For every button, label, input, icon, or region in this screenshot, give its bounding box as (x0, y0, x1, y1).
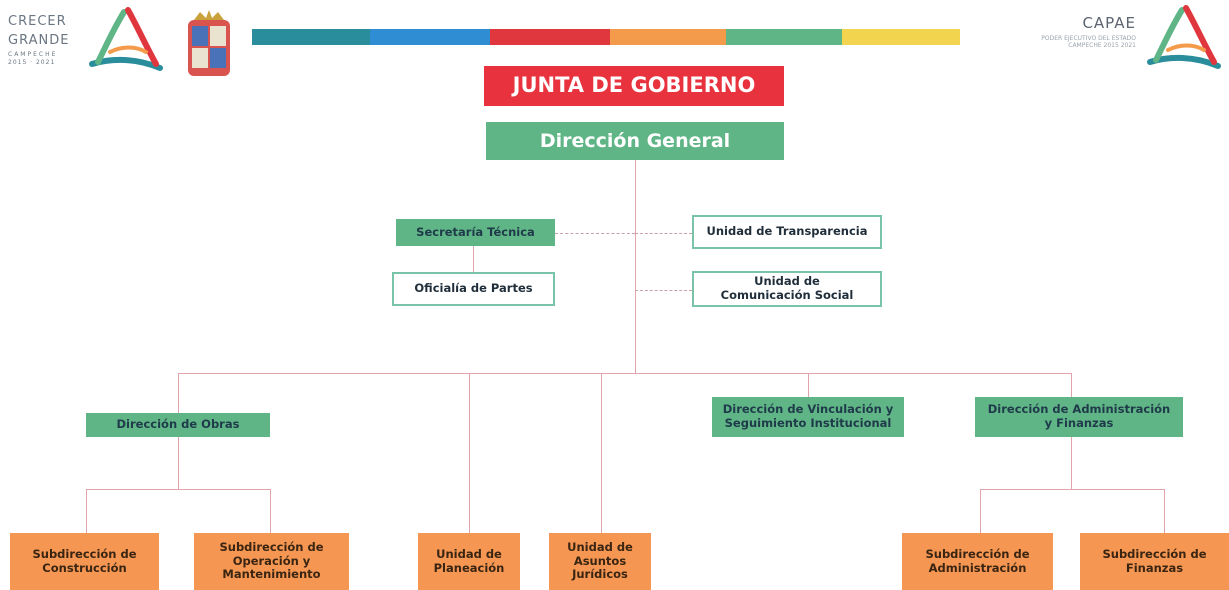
drop-planeacion (469, 373, 470, 533)
stripe-red (490, 29, 610, 45)
direccion-general-box: Dirección General (486, 122, 784, 160)
link-comunicacion (635, 290, 692, 291)
stripe-orange (610, 29, 726, 45)
admin-down (1071, 437, 1072, 489)
link-transparencia (635, 233, 692, 234)
stripe-green (726, 29, 842, 45)
logo-line-grande: GRANDE (8, 33, 70, 48)
subdireccion-administracion-box: Subdirección de Administración (902, 533, 1053, 590)
campeche-coat-of-arms-icon (188, 10, 230, 76)
junta-de-gobierno-box: JUNTA DE GOBIERNO (484, 66, 784, 106)
link-secretaria (555, 233, 635, 234)
admin-branch (980, 489, 1165, 490)
direccion-administracion-box: Dirección de Administración y Finanzas (975, 397, 1183, 437)
stripe-yellow (842, 29, 960, 45)
capae-logo-icon (1147, 5, 1221, 69)
distributor-line (178, 373, 1072, 374)
drop-asuntos (601, 373, 602, 533)
crecer-grande-logo-icon (89, 7, 163, 71)
unidad-transparencia-box: Unidad de Transparencia (692, 215, 882, 249)
obras-drop-construccion (86, 489, 87, 533)
drop-vinculacion (808, 373, 809, 397)
drop-obras (178, 373, 179, 413)
unidad-planeacion-box: Unidad de Planeación (418, 533, 520, 590)
direccion-vinculacion-box: Dirección de Vinculación y Seguimiento I… (712, 397, 904, 437)
oficialia-de-partes-box: Oficialía de Partes (392, 272, 555, 306)
subdireccion-construccion-box: Subdirección de Construcción (10, 533, 159, 590)
crecer-grande-wordmark: CRECER GRANDE CAMPECHE 2015 · 2021 (8, 14, 69, 66)
direccion-obras-box: Dirección de Obras (86, 413, 270, 437)
capae-line2: CAMPECHE 2015 2021 (1068, 42, 1136, 49)
subdireccion-operacion-box: Subdirección de Operación y Mantenimient… (194, 533, 349, 590)
logo-line-campeche: CAMPECHE (8, 51, 58, 58)
admin-drop-administracion (980, 489, 981, 533)
drop-administracion (1071, 373, 1072, 397)
unidad-asuntos-box: Unidad de Asuntos Jurídicos (549, 533, 651, 590)
obras-drop-operacion (270, 489, 271, 533)
unidad-comunicacion-box: Unidad de Comunicación Social (692, 271, 882, 307)
obras-branch (86, 489, 271, 490)
capae-wordmark: CAPAE PODER EJECUTIVO DEL ESTADO CAMPECH… (988, 14, 1136, 49)
trunk-line (635, 160, 636, 374)
capae-title: CAPAE (1082, 14, 1136, 32)
stripe-blue (370, 29, 490, 45)
obras-down (178, 437, 179, 489)
admin-drop-finanzas (1164, 489, 1165, 533)
capae-line1: PODER EJECUTIVO DEL ESTADO (1041, 35, 1136, 42)
color-stripe-bar (252, 29, 960, 45)
secretaria-tecnica-box: Secretaría Técnica (396, 219, 555, 246)
stripe-teal (252, 29, 370, 45)
logo-line-years: 2015 · 2021 (8, 59, 56, 66)
link-oficialia (473, 246, 474, 272)
subdireccion-finanzas-box: Subdirección de Finanzas (1080, 533, 1229, 590)
logo-line-crecer: CRECER (8, 14, 67, 29)
